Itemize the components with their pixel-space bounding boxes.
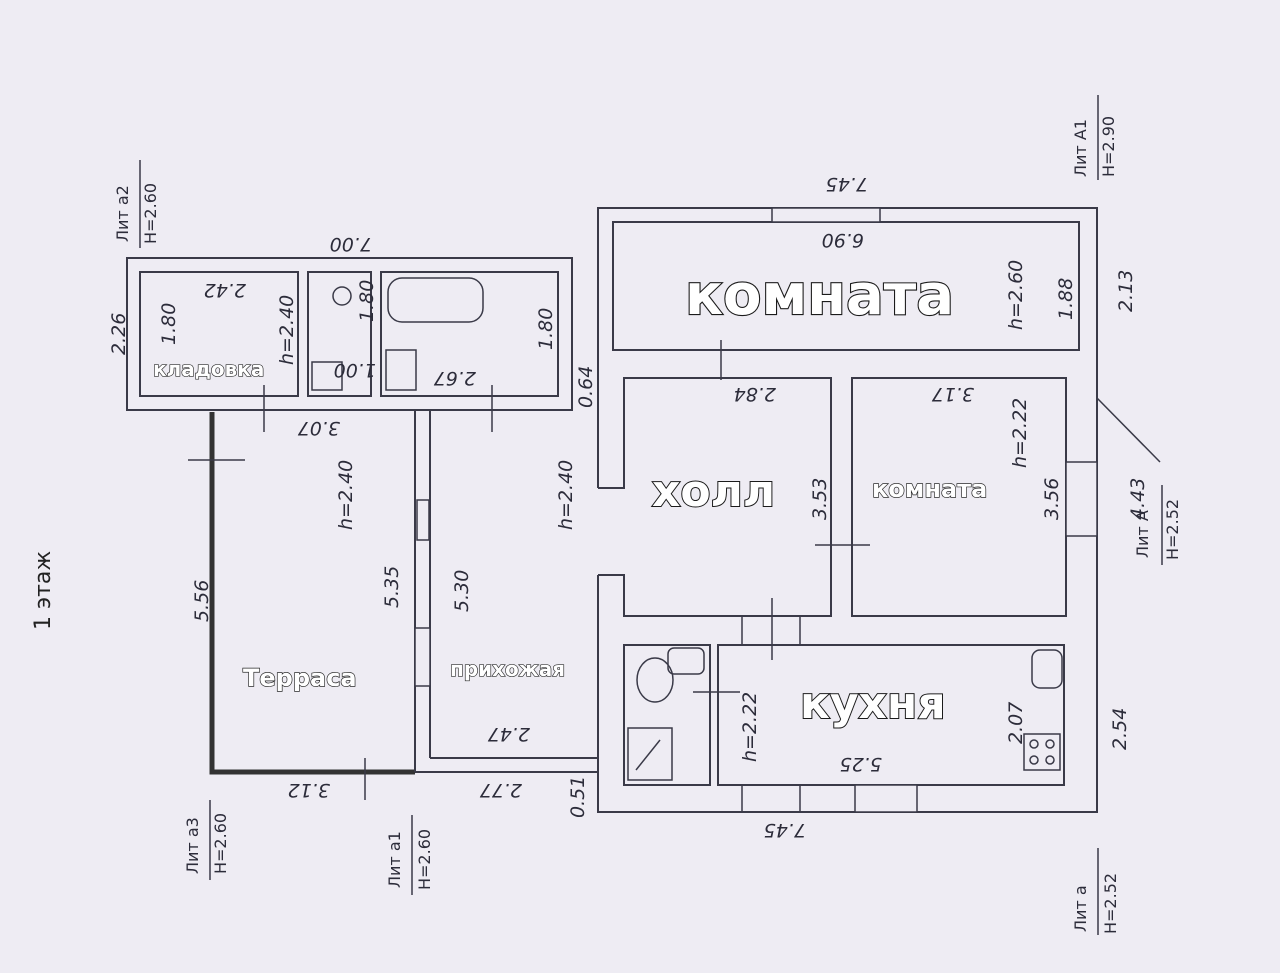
lit-a-h: H=2.52: [1101, 873, 1120, 934]
dim-5-56: 5.56: [191, 580, 213, 622]
dim-0-64: 0.64: [575, 366, 597, 408]
dim-2-26: 2.26: [108, 313, 130, 355]
dim-5-30: 5.30: [451, 570, 473, 612]
room-label-kitchen: кухня: [800, 678, 946, 729]
dim-5-25: 5.25: [840, 753, 882, 775]
lit-a1: Лит а1: [385, 831, 404, 888]
dim-h240a: h=2.40: [276, 295, 298, 365]
dim-2-77: 2.77: [480, 779, 522, 801]
dim-1-80a: 1.80: [158, 303, 180, 345]
dim-2-07: 2.07: [1005, 702, 1027, 744]
wc-basin-icon: [667, 647, 705, 675]
lit-a2: Лит а2: [113, 185, 132, 242]
bathtub-icon: [387, 277, 484, 323]
dim-7-00: 7.00: [330, 233, 372, 255]
shower-line: [635, 739, 661, 771]
lit-a: Лит а: [1071, 885, 1090, 932]
dim-3-17: 3.17: [932, 383, 974, 405]
dim-2-84: 2.84: [734, 383, 776, 405]
toilet-icon: [311, 361, 343, 391]
terrace-window: [414, 627, 431, 687]
dim-6-90: 6.90: [822, 229, 864, 251]
stove-icon: [1023, 733, 1061, 771]
room-label-entrance: прихожая: [450, 657, 565, 681]
dim-h240b: h=2.40: [335, 460, 357, 530]
dim-7-45-top: 7.45: [826, 173, 868, 195]
terrace-door: [416, 499, 430, 541]
hall-wall: [598, 377, 832, 617]
room-label-terrace: Терраса: [243, 664, 357, 692]
dim-7-45-bot: 7.45: [764, 819, 806, 841]
lit-a1-h: H=2.60: [415, 829, 434, 890]
room-label-hall: холл: [652, 466, 775, 517]
lit-A-leader: [1096, 397, 1161, 463]
dim-h222b: h=2.22: [739, 692, 761, 762]
dim-h222a: h=2.22: [1009, 398, 1031, 468]
floor-title: 1 этаж: [31, 551, 56, 630]
stove-burner: [1029, 739, 1039, 749]
dim-3-12: 3.12: [288, 779, 330, 801]
window-room: [1065, 461, 1098, 537]
stove-burner: [1045, 755, 1055, 765]
stove-burner: [1045, 739, 1055, 749]
lit-a2-h: H=2.60: [141, 183, 160, 244]
window-kitchen: [854, 784, 918, 813]
dim-2-42: 2.42: [204, 279, 246, 301]
kitchen-sink-icon: [1031, 649, 1063, 689]
dim-3-56: 3.56: [1041, 478, 1063, 520]
stove-burner: [1029, 755, 1039, 765]
sink-icon: [385, 349, 417, 391]
dim-1-00: 1.00: [334, 359, 376, 381]
lit-A1-h: H=2.90: [1099, 116, 1118, 177]
dim-2-67: 2.67: [434, 367, 476, 389]
dim-5-35: 5.35: [381, 566, 403, 608]
dim-3-07: 3.07: [298, 417, 340, 439]
dim-4-43: 4.43: [1127, 478, 1149, 520]
wc-room-wall: [623, 644, 711, 786]
lit-A: Лит А: [1133, 510, 1152, 558]
lit-A1: Лит А1: [1071, 119, 1090, 177]
room-label-big-room: комната: [685, 263, 954, 328]
dim-0-51: 0.51: [567, 776, 589, 818]
lit-a3: Лит а3: [183, 817, 202, 874]
terrace-open-edge: [209, 412, 415, 775]
storage-inner-wall: [139, 271, 299, 397]
room-label-room: комната: [872, 475, 987, 503]
dim-1-80b: 1.80: [356, 280, 378, 322]
toilet2-icon: [636, 657, 674, 703]
bath-inner-wall: [380, 271, 559, 397]
window-big-room: [771, 207, 881, 223]
dim-2-54: 2.54: [1109, 708, 1131, 750]
annex-outer-wall: [126, 257, 573, 411]
dim-2-13: 2.13: [1115, 270, 1137, 312]
dim-1-80c: 1.80: [535, 308, 557, 350]
dim-1-88: 1.88: [1055, 278, 1077, 320]
lit-A-h: H=2.52: [1163, 499, 1182, 560]
dim-h260: h=2.60: [1005, 260, 1027, 330]
lit-a3-h: H=2.60: [211, 813, 230, 874]
shower-icon: [627, 727, 673, 781]
wc-inner-wall: [307, 271, 372, 397]
dim-3-53: 3.53: [809, 478, 831, 520]
room-label-storage: кладовка: [153, 357, 264, 381]
basin-icon: [332, 286, 352, 306]
dim-2-47: 2.47: [488, 723, 530, 745]
dim-h240c: h=2.40: [555, 460, 577, 530]
